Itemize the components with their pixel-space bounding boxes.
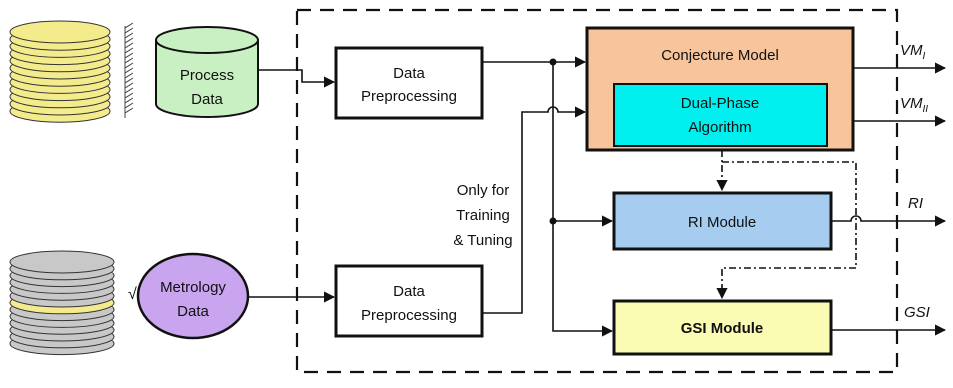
arrow-output-ri bbox=[831, 215, 947, 227]
process-data-label-line1: Process bbox=[180, 67, 234, 84]
data-preprocessing-bottom-box: Data Preprocessing bbox=[334, 264, 484, 338]
conjecture-model-label: Conjecture Model bbox=[661, 47, 779, 64]
gsi-module-box: GSI Module bbox=[612, 299, 833, 356]
output-vm1-label: VMI bbox=[900, 42, 926, 62]
wafer-disc bbox=[9, 20, 111, 44]
arrow-bus-to-gsi bbox=[552, 62, 614, 337]
preprocessing-top-line2: Preprocessing bbox=[361, 88, 457, 105]
preprocessing-top-line1: Data bbox=[393, 65, 425, 82]
training-note-line1: Only for bbox=[457, 182, 510, 199]
training-note-line2: Training bbox=[456, 207, 510, 224]
junction-dot bbox=[549, 217, 557, 225]
wafer-stack-metrology-icon bbox=[9, 250, 115, 356]
wafer-stack-process-icon bbox=[9, 20, 111, 123]
metrology-data-label-line1: Metrology bbox=[160, 279, 226, 296]
arrow-metrology-path-to-conjecture bbox=[482, 106, 587, 314]
dual-phase-label-line1: Dual-Phase bbox=[681, 95, 759, 112]
dual-phase-label-line2: Algorithm bbox=[688, 119, 751, 136]
process-data-cylinder: Process Data bbox=[155, 26, 259, 118]
metrology-data-label-line2: Data bbox=[177, 303, 209, 320]
gsi-module-label: GSI Module bbox=[681, 320, 764, 337]
connectors bbox=[248, 56, 947, 337]
preprocessing-bottom-line1: Data bbox=[393, 283, 425, 300]
output-ri-label: RI bbox=[908, 195, 923, 212]
output-vm2-label: VMII bbox=[900, 95, 928, 115]
check-mark-icon: √ bbox=[128, 286, 137, 303]
system-boundary bbox=[295, 8, 899, 374]
dashdot-to-gsi bbox=[716, 161, 857, 300]
wafer-disc bbox=[9, 250, 115, 274]
junction-dot bbox=[549, 58, 557, 66]
training-note-line3: & Tuning bbox=[453, 232, 512, 249]
ri-module-label: RI Module bbox=[688, 214, 756, 231]
output-gsi-label: GSI bbox=[904, 304, 930, 321]
conjecture-model-box: Conjecture Model Dual-Phase Algorithm bbox=[585, 26, 855, 152]
arrow-process-to-preprocessing bbox=[258, 69, 336, 88]
metrology-data-node: √ Metrology Data bbox=[128, 252, 250, 340]
hatch-wall-icon bbox=[124, 22, 134, 118]
ri-module-box: RI Module bbox=[612, 191, 833, 251]
process-data-label-line2: Data bbox=[191, 91, 223, 108]
preprocessing-bottom-line2: Preprocessing bbox=[361, 307, 457, 324]
data-preprocessing-top-box: Data Preprocessing bbox=[334, 46, 484, 120]
